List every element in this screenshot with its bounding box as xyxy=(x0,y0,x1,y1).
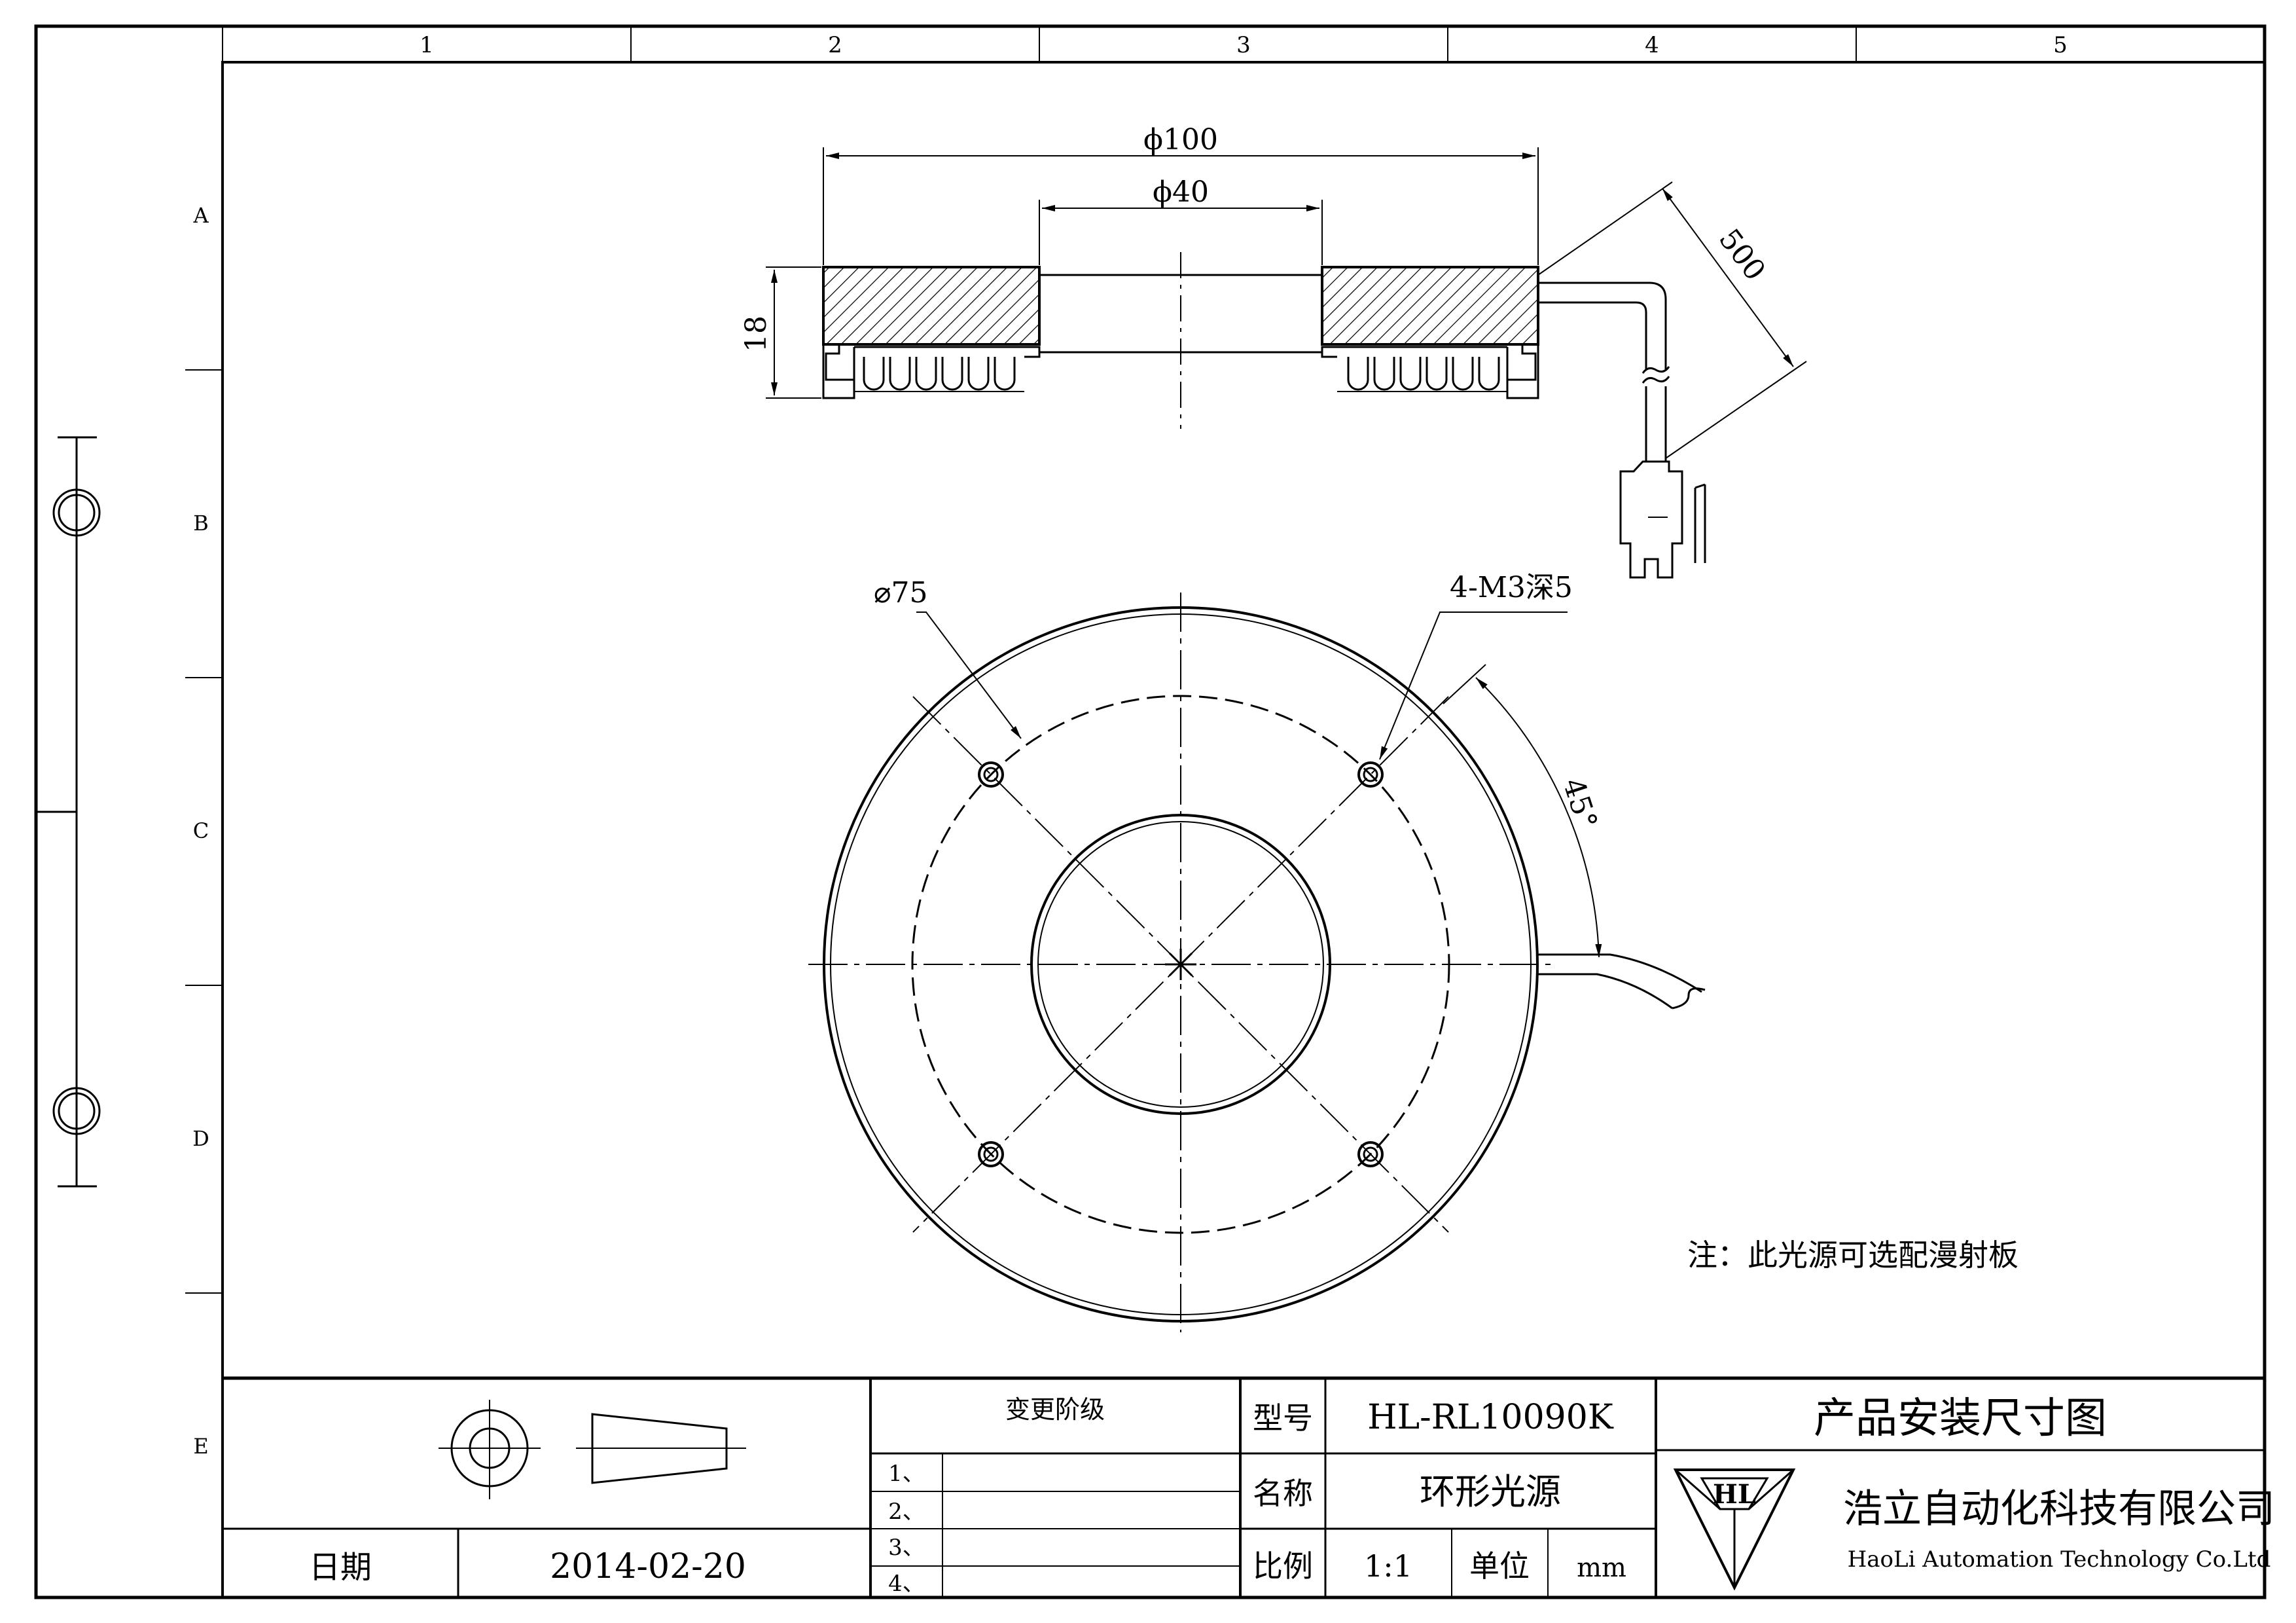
binding-hole-bottom-icon xyxy=(52,1087,101,1135)
height-label: 18 xyxy=(740,316,773,352)
mounting-hole-icon xyxy=(1357,761,1384,788)
change-row-3: 3、 xyxy=(888,1535,925,1561)
grid-row-b: B xyxy=(193,511,209,536)
mounting-hole-icon xyxy=(1357,1141,1384,1167)
grid-row-c: C xyxy=(193,818,209,843)
drawing-note: 注：此光源可选配漫射板 xyxy=(1687,1237,2018,1273)
inner-diameter-label: ϕ40 xyxy=(1153,175,1209,209)
grid-row-e: E xyxy=(193,1434,208,1459)
date-label: 日期 xyxy=(309,1549,372,1586)
grid-row-a: A xyxy=(192,203,209,228)
logo-text: HL xyxy=(1713,1479,1756,1510)
name-label: 名称 xyxy=(1253,1476,1313,1511)
mounting-hole-icon xyxy=(978,1141,1004,1167)
company-name-cn: 浩立自动化科技有限公司 xyxy=(1843,1486,2275,1532)
side-section-view xyxy=(822,252,1706,579)
binding-holes xyxy=(36,436,101,1188)
change-row-4: 4、 xyxy=(888,1571,925,1597)
unit-value: mm xyxy=(1577,1553,1626,1583)
drawing-title: 产品安装尺寸图 xyxy=(1814,1395,2107,1443)
model-label: 型号 xyxy=(1253,1400,1313,1436)
side-dimension-labels: ϕ100 ϕ40 18 500 xyxy=(740,123,1772,352)
bolt-circle-label: ⌀75 xyxy=(874,576,927,610)
holes-label: 4-M3深5 xyxy=(1450,571,1573,604)
grid-col-5: 5 xyxy=(2053,32,2068,58)
grid-row-d: D xyxy=(192,1126,209,1151)
side-dimensions xyxy=(766,147,1807,459)
scale-label: 比例 xyxy=(1253,1548,1313,1584)
grid-col-1: 1 xyxy=(420,32,434,58)
projection-symbol-icon xyxy=(439,1400,746,1499)
grid-col-4: 4 xyxy=(1645,32,1659,58)
cable-length-label: 500 xyxy=(1712,223,1772,287)
company-logo: HL xyxy=(1673,1468,1796,1591)
grid-column-labels: 1 2 3 4 5 xyxy=(420,32,2068,58)
title-block-text: 变更阶级 1、 2、 3、 4、 型号 HL-RL10090K 名称 环形光源 … xyxy=(309,1395,2275,1597)
grid-col-3: 3 xyxy=(1236,32,1251,58)
model-value: HL-RL10090K xyxy=(1367,1398,1614,1437)
name-value: 环形光源 xyxy=(1420,1471,1561,1512)
change-row-2: 2、 xyxy=(888,1499,925,1525)
scale-value: 1:1 xyxy=(1364,1548,1412,1584)
mounting-hole-icon xyxy=(978,761,1004,788)
change-row-1: 1、 xyxy=(888,1461,925,1487)
front-view xyxy=(808,593,1706,1332)
binding-hole-top-icon xyxy=(52,488,101,537)
company-name-en: HaoLi Automation Technology Co.Ltd xyxy=(1848,1546,2271,1573)
unit-label: 单位 xyxy=(1469,1548,1530,1584)
angle-label: 45° xyxy=(1556,775,1604,833)
grid-row-labels: A B C D E xyxy=(192,203,209,1459)
sheet-frame xyxy=(34,24,2267,1599)
change-level-label: 变更阶级 xyxy=(1005,1395,1105,1424)
outer-diameter-label: ϕ100 xyxy=(1143,123,1218,156)
grid-col-2: 2 xyxy=(828,32,842,58)
title-block xyxy=(223,1376,2265,1597)
date-value: 2014-02-20 xyxy=(550,1547,746,1586)
